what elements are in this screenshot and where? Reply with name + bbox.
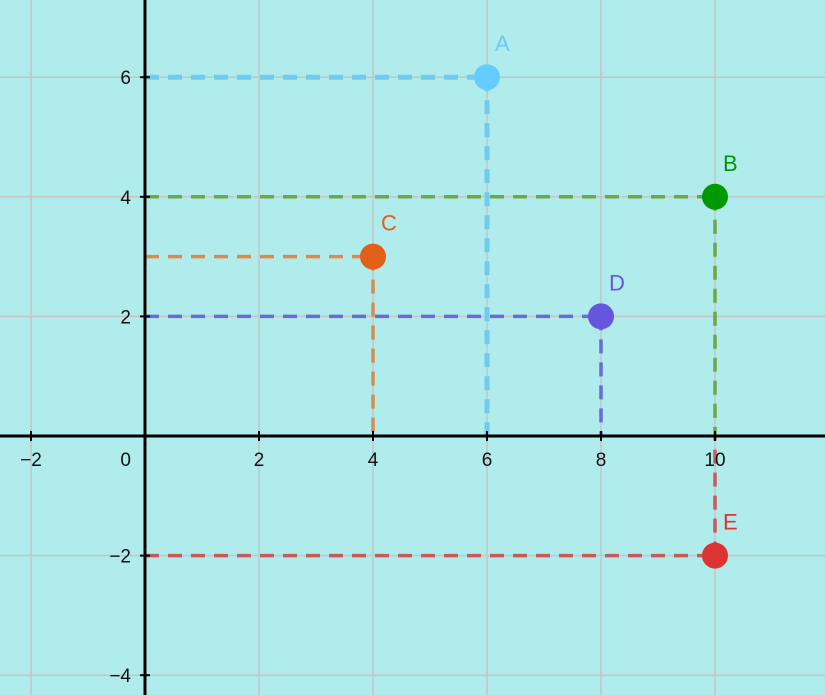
- guide-lines: [145, 74, 717, 558]
- point-c: [360, 243, 386, 270]
- point-label-d: D: [609, 270, 625, 295]
- point-label-c: C: [381, 211, 397, 236]
- y-tick-label: −2: [109, 547, 131, 568]
- tick-labels: −2 2 4 6 8 10 −4 −2 2 4 6 0 1: [20, 68, 825, 687]
- point-label-e: E: [723, 510, 738, 535]
- data-points: A B C D E: [360, 31, 738, 569]
- point-label-a: A: [495, 31, 510, 56]
- x-tick-label: 6: [482, 450, 493, 471]
- y-tick-label: 4: [120, 188, 131, 209]
- x-tick-label: 8: [596, 450, 607, 471]
- x-tick-label: 4: [368, 450, 379, 471]
- x-tick-label: −2: [20, 450, 42, 471]
- point-d: [588, 303, 614, 330]
- x-tick-label: 10: [704, 450, 725, 471]
- point-label-b: B: [723, 151, 738, 176]
- x-tick-label-clipped: 1: [824, 450, 825, 471]
- origin-label: 0: [120, 450, 131, 471]
- y-tick-label: −4: [109, 666, 131, 687]
- point-a: [474, 64, 500, 91]
- y-tick-label: 2: [120, 307, 131, 328]
- point-b: [702, 183, 728, 210]
- point-e: [702, 542, 728, 569]
- y-tick-label: 6: [120, 68, 131, 89]
- x-tick-label: 2: [254, 450, 265, 471]
